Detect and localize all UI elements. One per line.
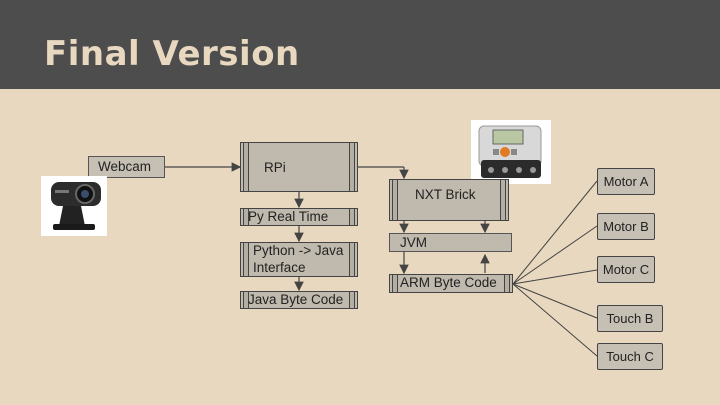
touch-c-box: Touch C	[597, 343, 663, 370]
arm-byte-code-label: ARM Byte Code	[400, 275, 497, 290]
arm-byte-code-box	[389, 274, 513, 293]
jvm-box: JVM	[389, 233, 512, 252]
motor-c-box: Motor C	[597, 256, 655, 283]
java-byte-code-box	[240, 291, 358, 309]
nxt-brick-box	[389, 179, 509, 221]
webcam-label: Webcam	[98, 159, 152, 174]
nxt-brick-label: NXT Brick	[415, 187, 476, 202]
py-real-time-label: Py Real Time	[248, 209, 329, 224]
jvm-label: JVM	[400, 235, 427, 250]
rpi-box	[240, 142, 358, 192]
java-byte-code-label: Java Byte Code	[248, 292, 344, 307]
python-java-interface-box	[240, 242, 358, 277]
python-java-label-line2: Interface	[253, 260, 306, 275]
touch-b-box: Touch B	[597, 305, 663, 332]
motor-a-box: Motor A	[597, 168, 655, 195]
motor-b-box: Motor B	[597, 213, 655, 240]
webcam-box: Webcam	[88, 156, 165, 178]
webcam-icon	[41, 176, 107, 236]
slide-title: Final Version	[44, 34, 300, 74]
slide-header: Final Version	[0, 0, 720, 89]
python-java-label-line1: Python -> Java	[253, 243, 344, 258]
py-real-time-box	[240, 208, 358, 226]
rpi-label: RPi	[264, 160, 286, 175]
nxt-brick-icon	[471, 120, 551, 184]
